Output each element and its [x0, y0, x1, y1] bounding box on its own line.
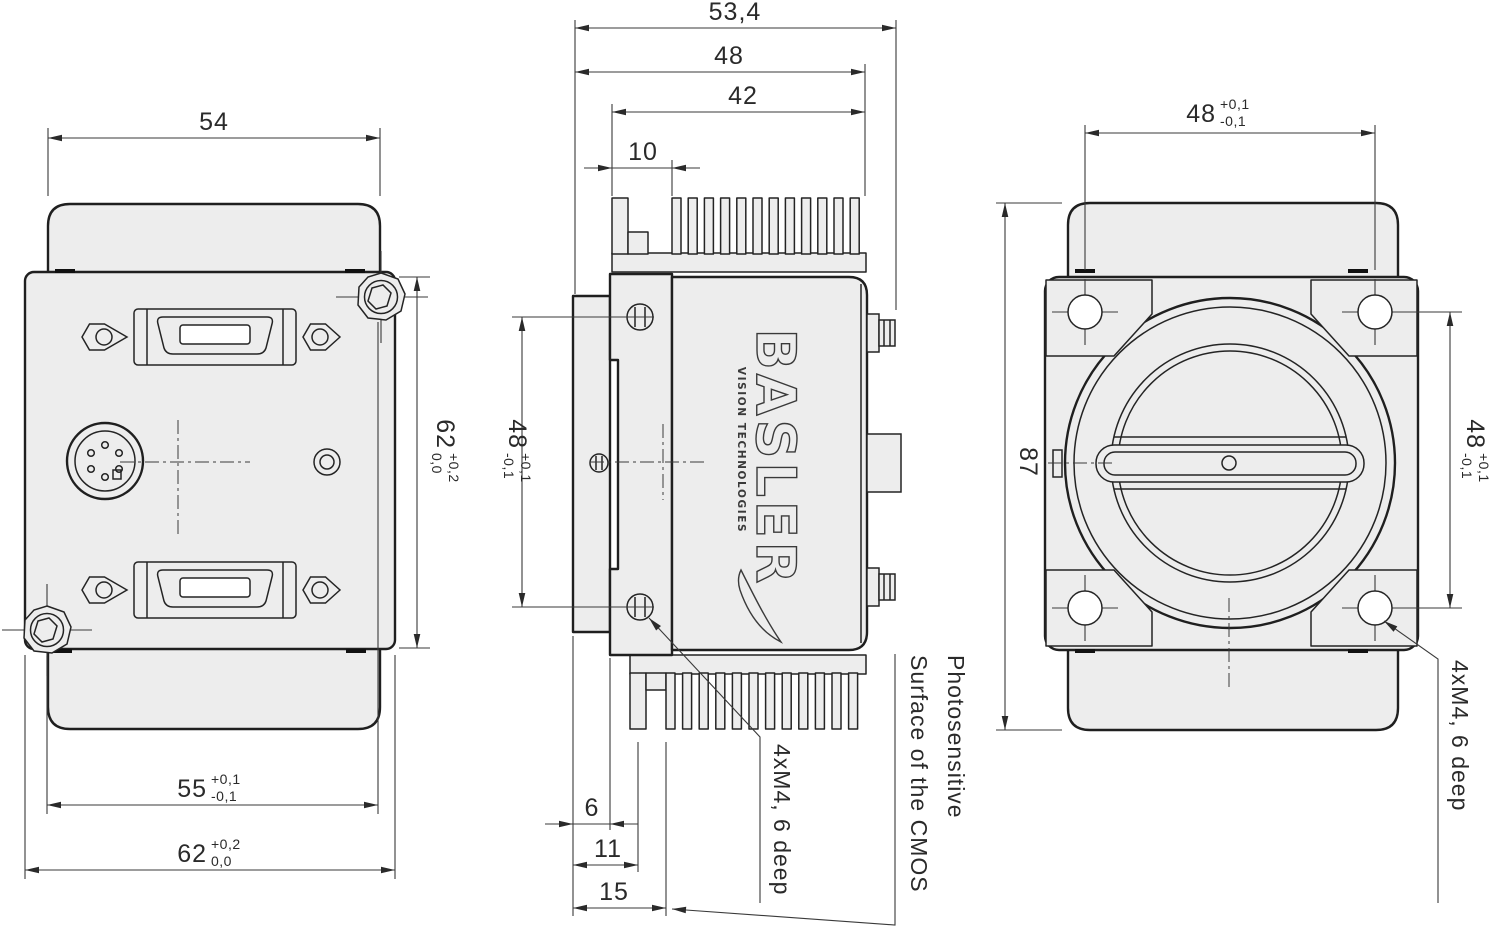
- housing-seam-marks: [1075, 269, 1368, 653]
- dim-tol-plus: +0,2: [446, 453, 462, 483]
- brand-subtext: VISION TECHNOLOGIES: [735, 367, 747, 533]
- dim-tol-minus: -0,1: [211, 788, 237, 804]
- note-text-line2: Surface of the CMOS: [906, 655, 932, 893]
- dim-front-hole-spacing-h: 48 +0,1 -0,1: [1084, 96, 1376, 270]
- camera-link-connector-top: [81, 308, 342, 366]
- thumbscrew-nut-icon: [81, 323, 129, 351]
- dim-tol-minus: -0,1: [501, 453, 517, 479]
- dim-text: 48: [1186, 100, 1216, 128]
- note-text: 4xM4, 6 deep: [1447, 660, 1473, 811]
- thumbscrew-nut-icon: [302, 576, 342, 604]
- swoosh-icon: [737, 568, 784, 644]
- housing-seam-marks: [52, 269, 366, 653]
- dim-tol-minus: -0,1: [1220, 113, 1246, 129]
- back-view: 54 62 +0,2 0,0 55 +0,1 -0,1 62: [2, 108, 462, 879]
- thumbscrew-nut-icon: [81, 576, 129, 604]
- dim-tol-minus: 0,0: [211, 853, 232, 869]
- dim-front-hole-spacing-v: 48 +0,1 -0,1: [1446, 312, 1492, 608]
- front-bottom-housing: [1066, 628, 1400, 732]
- dim-tol-plus: +0,1: [211, 771, 241, 787]
- dim-text: 87: [1014, 447, 1042, 477]
- basler-logo: BASLER VISION TECHNOLOGIES: [735, 328, 808, 644]
- rear-connector-block: [866, 433, 902, 493]
- mounting-holes: [1052, 279, 1462, 641]
- dim-text: 10: [628, 138, 658, 166]
- m4-hole: [1357, 294, 1393, 330]
- dim-back-hole-spacing: 55 +0,1 -0,1: [46, 322, 379, 814]
- dim-side-depth-heatsink: 42: [611, 82, 865, 196]
- dim-tol-minus: -0,1: [1459, 453, 1475, 479]
- side-center-crosshair: [590, 424, 706, 500]
- dim-text: 48: [714, 42, 744, 70]
- m4-hole: [1067, 590, 1103, 626]
- side-body: [670, 275, 869, 652]
- back-body-plate: [23, 270, 397, 651]
- side-view: BASLER VISION TECHNOLOGIES 53,4 48 42 10: [501, 0, 969, 926]
- dim-tol-plus: +0,1: [1220, 96, 1250, 112]
- dim-back-width: 62 +0,2 0,0: [24, 655, 396, 879]
- heatsink-bottom: [629, 654, 867, 730]
- dim-text: 15: [599, 878, 629, 906]
- dim-tol-plus: +0,1: [1476, 453, 1492, 483]
- corner-screw-bottom-left: [2, 584, 92, 676]
- dim-text: 6: [585, 794, 600, 822]
- dim-side-depth-body: 48: [575, 42, 866, 196]
- m4-hole: [1357, 590, 1393, 626]
- dim-tol-plus: +0,2: [211, 836, 241, 852]
- dim-side-depth-total: 53,4: [574, 0, 897, 310]
- dim-tol-minus: 0,0: [429, 453, 445, 474]
- dim-back-height: 62 +0,2 0,0: [399, 276, 462, 649]
- corner-screw-top-right: [336, 251, 428, 343]
- dim-text: 54: [199, 108, 229, 136]
- dim-text: 48: [503, 419, 531, 449]
- lens-mount: [1063, 296, 1397, 630]
- center-crosshair: [120, 420, 250, 535]
- heatsink-top: [611, 197, 867, 273]
- front-top-housing: [1066, 201, 1400, 302]
- dim-tol-plus: +0,1: [518, 453, 534, 483]
- brand-text: BASLER: [744, 329, 807, 588]
- dim-front-total-height: 87: [996, 202, 1062, 731]
- rear-jackscrew-top: [866, 313, 896, 353]
- dim-text: 11: [594, 835, 622, 863]
- dim-text: 48: [1461, 419, 1489, 449]
- dim-text: 55: [177, 775, 207, 803]
- handle-center-hole: [1221, 455, 1237, 471]
- front-view: 48 +0,1 -0,1 87 48 +0,1 -0,1 4xM4, 6 dee…: [996, 96, 1492, 903]
- callout-front-m4: 4xM4, 6 deep: [1383, 620, 1473, 903]
- dim-text: 42: [728, 82, 758, 110]
- lens-cap-handle: [1095, 444, 1365, 483]
- dim-side-front-offsets: 6 11 15: [545, 636, 667, 916]
- callout-side-m4: 4xM4, 6 deep: [648, 617, 795, 903]
- dim-back-top-width: 54: [47, 108, 381, 196]
- power-connector: [65, 421, 145, 501]
- connector-key-notch: [112, 469, 122, 480]
- dim-side-hole-spacing: 48 +0,1 -0,1: [501, 316, 654, 608]
- rear-jackscrew-bottom: [866, 567, 896, 607]
- camera-link-connector-bottom: [81, 561, 342, 619]
- front-flange: [608, 272, 674, 657]
- callout-cmos-surface: Photosensitive Surface of the CMOS: [671, 654, 969, 926]
- note-text-line1: Photosensitive: [943, 655, 969, 819]
- dim-text: 62: [431, 419, 459, 449]
- dim-text: 53,4: [709, 0, 762, 26]
- dim-text: 62: [177, 840, 207, 868]
- side-set-screw: [589, 453, 609, 473]
- dim-side-heatsink-offset: 10: [584, 138, 700, 196]
- thumbscrew-nut-icon: [302, 323, 342, 351]
- note-text: 4xM4, 6 deep: [769, 744, 795, 895]
- status-led: [313, 448, 341, 476]
- m4-hole: [1067, 294, 1103, 330]
